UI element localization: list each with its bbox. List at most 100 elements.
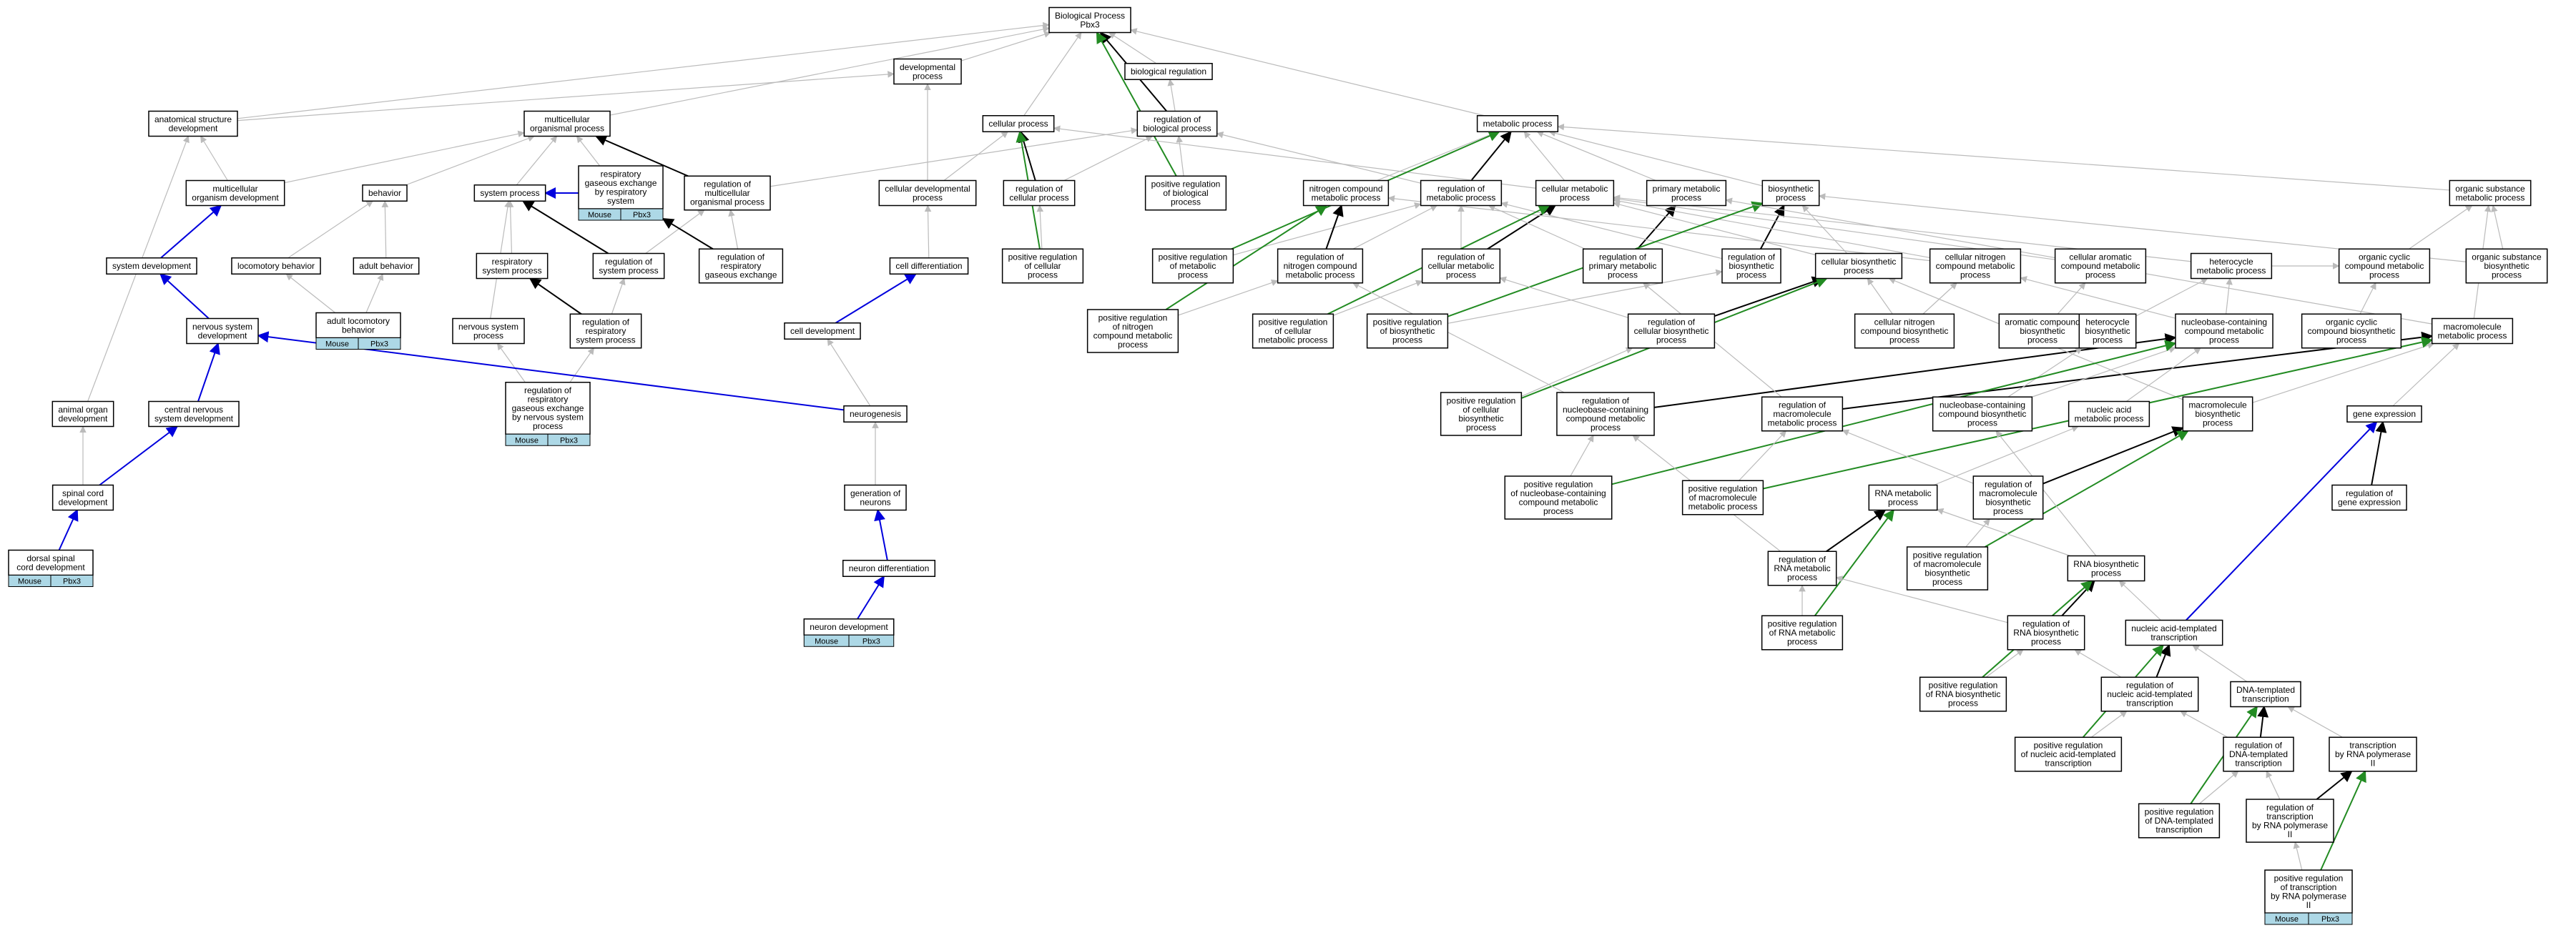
- node-label-line: regulation of: [1437, 184, 1485, 194]
- edge-celldev-to-celldiff: [835, 273, 917, 324]
- node-label-line: metabolic process: [1768, 418, 1837, 428]
- edge-regpmp-to-pmp: [1636, 204, 1676, 250]
- node-box: [106, 257, 197, 275]
- node-label-line: compound biosynthetic: [2308, 326, 2396, 336]
- node-box: [2264, 869, 2353, 914]
- node-label-line: II: [2371, 759, 2376, 769]
- node-label-line: positive regulation: [1688, 484, 1758, 494]
- node-box: [1681, 480, 1764, 515]
- node-label-line: of DNA-templated: [2145, 816, 2213, 826]
- node-box: [353, 257, 420, 275]
- node-label-line: Biological Process: [1055, 11, 1125, 21]
- node-label-line: regulation of: [1016, 184, 1063, 194]
- node-label-line: macromolecule: [2443, 322, 2502, 332]
- node-box: [889, 257, 969, 275]
- node-box: [2223, 736, 2294, 772]
- edge-cncmp-to-ncmp: [1387, 195, 1930, 262]
- node-box: [684, 175, 771, 211]
- node-label-line: process: [1608, 270, 1638, 280]
- edge-posregbp-to-bp: [1096, 31, 1177, 177]
- edge-cbiosp-to-biosp: [1801, 204, 1848, 254]
- node-label-line: cord development: [16, 562, 85, 572]
- node-box: [315, 312, 401, 339]
- edge-regmop-to-regbp: [770, 127, 1139, 187]
- node-label-line: regulation of: [2022, 619, 2070, 629]
- node-label-line: neuron differentiation: [849, 563, 930, 573]
- node-box: [452, 317, 525, 345]
- node-label-line: of cellular: [1274, 326, 1311, 336]
- edge-posregbiosp-to-regbiosp: [1447, 269, 1723, 324]
- node-label-line: biological regulation: [1131, 66, 1206, 76]
- edge-cncbp-to-cncmp: [1922, 282, 1957, 315]
- edge-regmop-to-mop: [594, 134, 689, 177]
- go-term-node-cellp: cellular process: [982, 115, 1055, 132]
- node-label-line: transcription: [2155, 825, 2202, 835]
- edge-posregtrnap2-to-regtrnap2: [2293, 841, 2303, 871]
- node-label-line: DNA-templated: [2229, 749, 2288, 759]
- tag-species-label: Mouse: [18, 578, 41, 586]
- node-label-line: regulation of: [1582, 395, 1630, 405]
- node-label-line: of biological: [1163, 188, 1208, 198]
- node-label-line: cellular process: [988, 119, 1048, 129]
- node-box: [1086, 309, 1179, 353]
- go-term-node-regmacbp: regulation ofmacromoleculebiosyntheticpr…: [1972, 475, 2044, 520]
- node-layer: Biological ProcessPbx3developmentalproce…: [8, 6, 2548, 925]
- node-label-line: nucleic acid-templated: [2107, 689, 2192, 699]
- node-label-line: respiratory: [721, 261, 762, 271]
- edge-locob-to-behav: [287, 200, 374, 259]
- node-box: [1998, 313, 2087, 349]
- edge-posregnatt-to-regnatt: [2090, 711, 2128, 738]
- node-label-line: cellular biosynthetic: [1634, 326, 1709, 336]
- node-label-line: multicellular: [544, 114, 589, 124]
- node-box: [185, 179, 285, 207]
- node-label-line: transcription: [2045, 759, 2091, 769]
- node-label-line: metabolic process: [2456, 192, 2525, 202]
- node-box: [1003, 179, 1076, 207]
- node-label-line: of metabolic: [1170, 261, 1216, 271]
- node-label-line: system process: [599, 265, 658, 275]
- node-label-line: organismal process: [530, 123, 604, 133]
- node-label-line: of nucleic acid-templated: [2021, 749, 2116, 759]
- node-label-line: regulation of: [1648, 317, 1696, 327]
- edge-cmp-to-metp: [1523, 131, 1565, 181]
- node-label-line: biological process: [1143, 123, 1211, 133]
- node-label-line: of biosynthetic: [1380, 326, 1435, 336]
- node-label-line: process: [2091, 568, 2121, 578]
- node-label-line: of cellular: [1024, 261, 1061, 271]
- edge-cellp-to-bp: [1023, 31, 1082, 117]
- tag-cell-right: [848, 634, 895, 647]
- node-label-line: system process: [482, 265, 541, 275]
- node-label-line: by RNA polymerase: [2335, 749, 2411, 759]
- node-label-line: process: [1543, 506, 1573, 516]
- edge-regrnamp-to-rnamp: [1826, 509, 1887, 553]
- node-label-line: cell development: [790, 326, 855, 336]
- edge-posregrnabp-to-regrnabp: [1985, 649, 2024, 678]
- node-label-line: process: [2209, 335, 2239, 345]
- node-label-line: transcription: [2126, 698, 2173, 709]
- node-label-line: positive regulation: [2145, 807, 2214, 817]
- edge-regcmp-to-cmp: [1487, 204, 1557, 250]
- edge-devp-to-bp: [960, 31, 1051, 61]
- node-label-line: nucleobase-containing: [1940, 400, 2025, 410]
- node-label-line: cellular nitrogen: [1874, 317, 1935, 327]
- node-label-line: development: [59, 497, 108, 507]
- go-term-node-breg: biological regulation: [1124, 63, 1213, 80]
- edge-regcbp-to-cbiosp: [1714, 276, 1824, 317]
- node-label-line: compound metabolic: [1093, 330, 1173, 340]
- edge-posregnbcmp-to-nbcmp: [1611, 340, 2177, 485]
- edge-acbp-to-cacmp: [2057, 282, 2086, 315]
- go-term-node-locob: locomotory behavior: [231, 257, 321, 275]
- node-label-line: process: [1776, 192, 1806, 202]
- edge-natt-to-rnabp: [2118, 580, 2161, 621]
